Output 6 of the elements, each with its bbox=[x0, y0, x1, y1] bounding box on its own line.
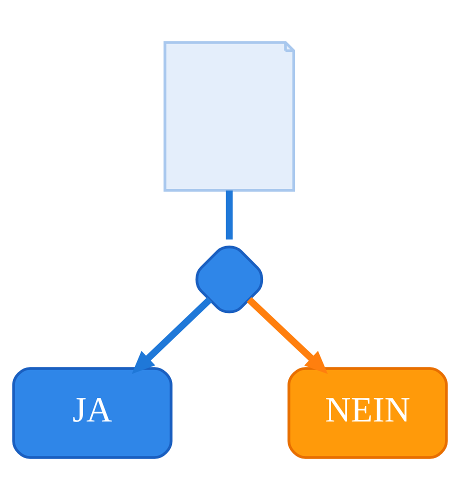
arrow bbox=[246, 297, 328, 374]
connector bbox=[226, 190, 233, 240]
node-box: JA bbox=[12, 367, 172, 459]
arrow bbox=[132, 297, 212, 374]
node-diamond bbox=[195, 246, 264, 314]
node-box: NEIN bbox=[288, 367, 448, 459]
